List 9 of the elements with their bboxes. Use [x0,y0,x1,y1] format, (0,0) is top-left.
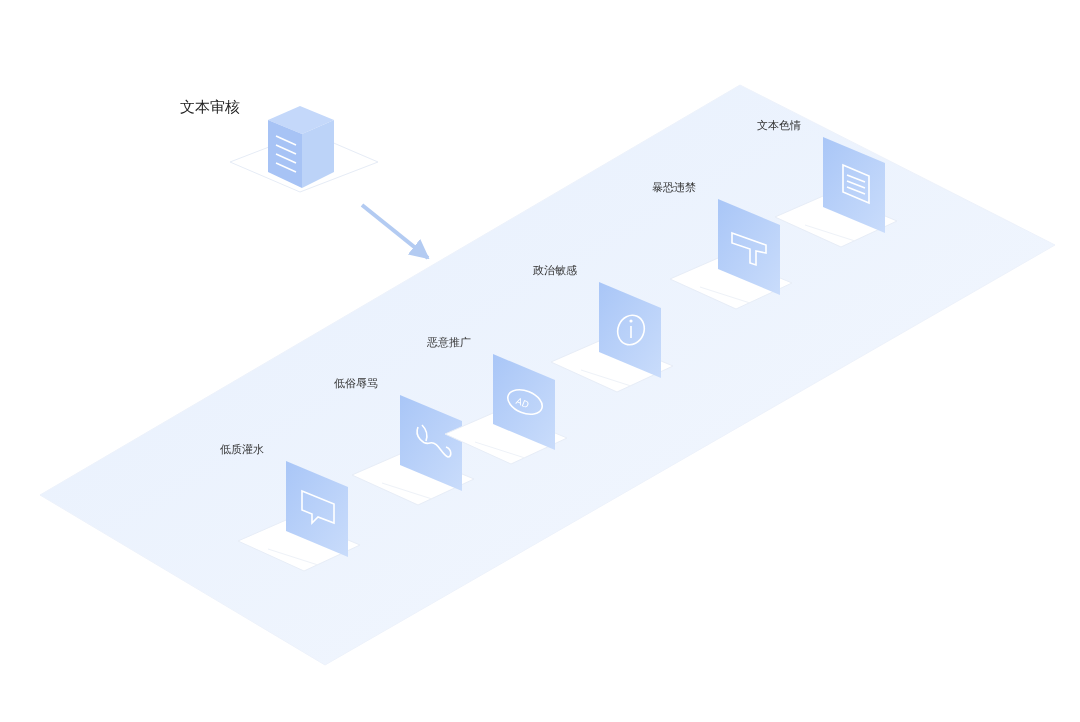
category-label: 文本色情 [757,119,801,133]
category-label: 暴恐违禁 [652,181,696,195]
arrow [360,203,430,260]
heading-label: 文本审核 [180,98,240,117]
category-label: 低质灌水 [220,443,264,457]
category-label: 低俗辱骂 [334,377,378,391]
icon-text: AD [513,394,532,412]
category-label: 政治敏感 [533,264,577,278]
category-label: 恶意推广 [427,336,471,350]
